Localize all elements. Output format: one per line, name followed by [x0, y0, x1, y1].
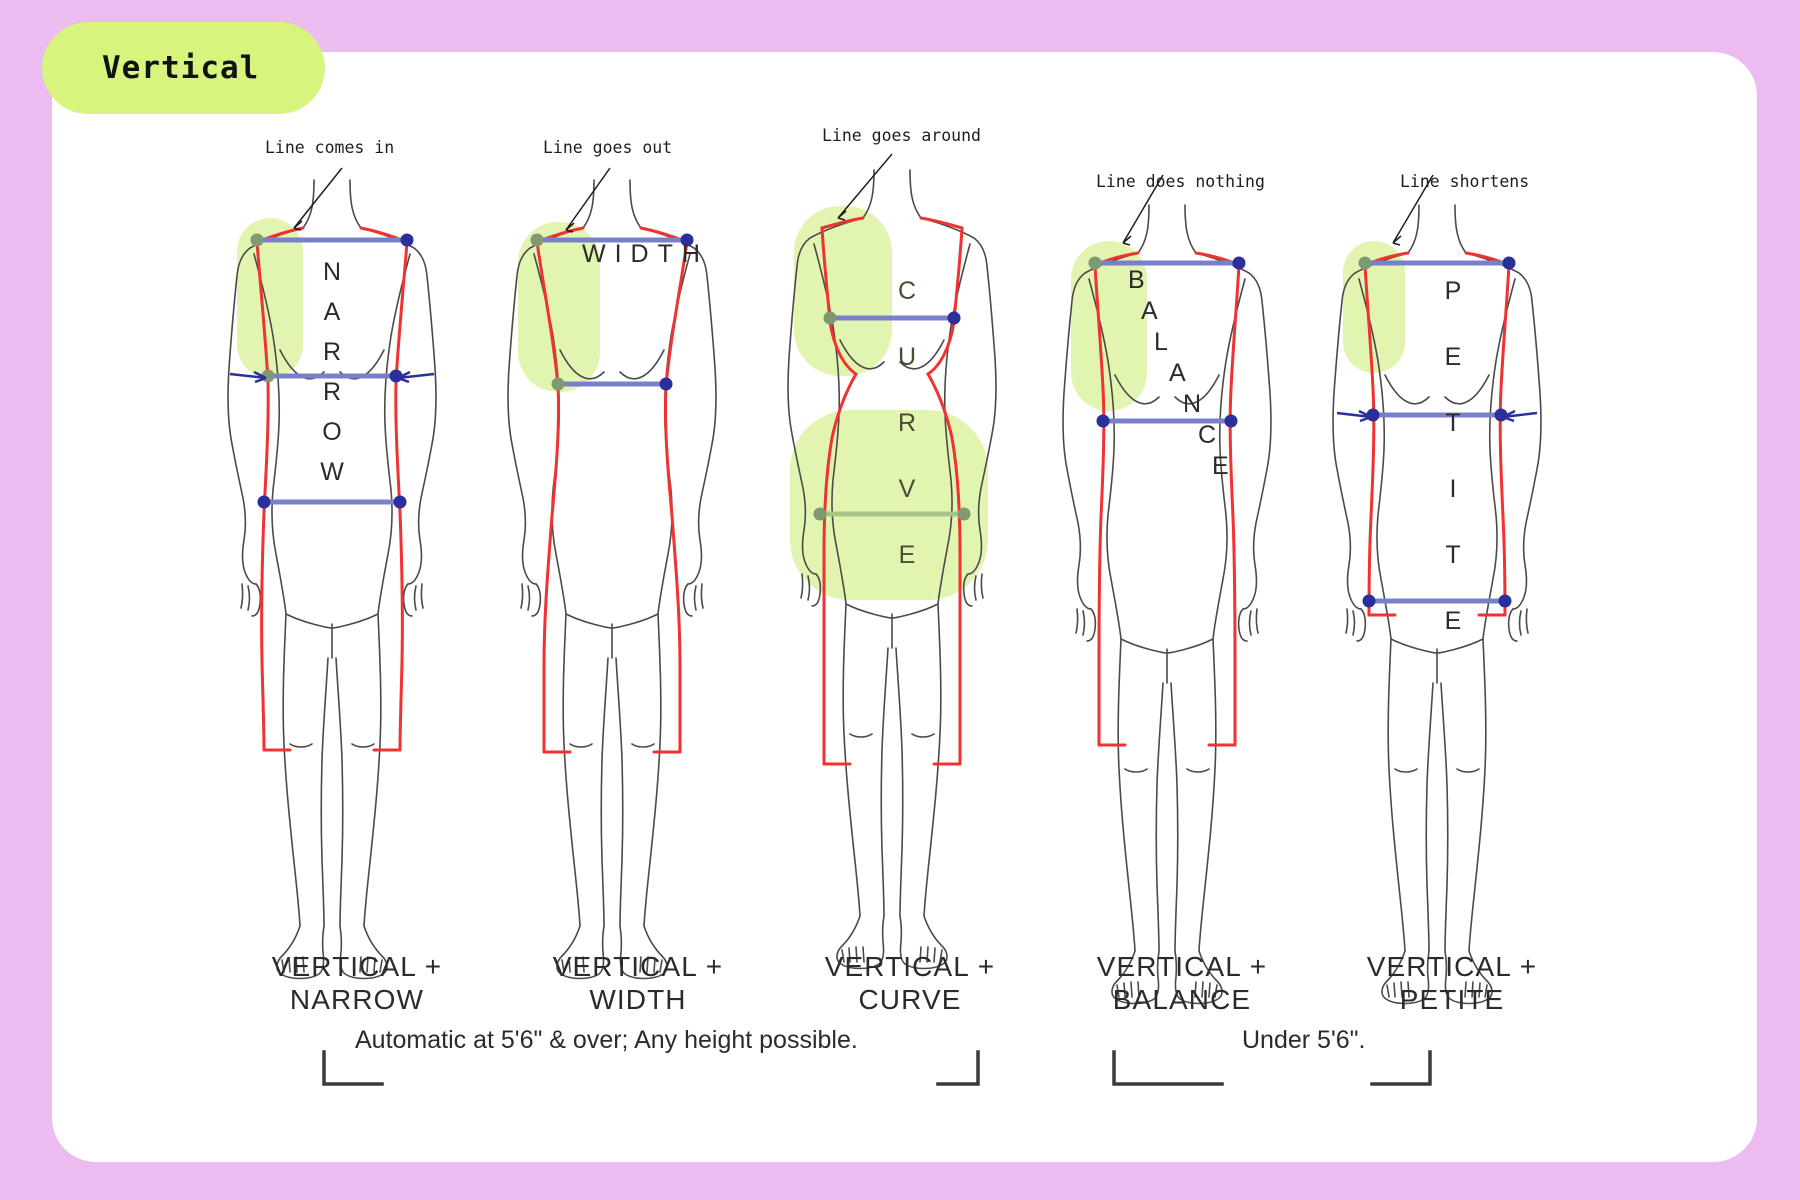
body-word-petite: P E T I T E — [1432, 258, 1474, 654]
inward-arrow-left — [229, 370, 267, 384]
highlight-blob-hip — [790, 410, 988, 600]
body-word-width: WIDTH — [582, 240, 709, 268]
figure-vertical-petite — [1332, 174, 1542, 1005]
caption-vertical-petite: VERTICAL + PETITE — [1322, 950, 1582, 1016]
body-word-letter: O — [322, 418, 342, 446]
callout-label-width: Line goes out — [543, 138, 673, 157]
body-word-letter: E — [1212, 452, 1229, 480]
highlight-blob-bust — [794, 206, 892, 376]
measure-line-waist — [1096, 414, 1238, 428]
bracket-note-short: Under 5'6". — [1242, 1026, 1366, 1054]
caption-line-2: CURVE — [858, 984, 962, 1015]
callout-leader — [1122, 174, 1164, 246]
measure-line-hip — [257, 495, 407, 509]
caption-line-1: VERTICAL + — [552, 951, 724, 982]
measure-line-waist — [551, 377, 673, 391]
measure-line-shoulder — [1088, 256, 1246, 270]
bracket-note-tall: Automatic at 5'6" & over; Any height pos… — [355, 1026, 858, 1054]
caption-vertical-narrow: VERTICAL + NARROW — [227, 950, 487, 1016]
red-style-line — [1093, 251, 1241, 747]
caption-line-2: PETITE — [1399, 984, 1505, 1015]
caption-line-2: NARROW — [289, 984, 425, 1015]
caption-vertical-curve: VERTICAL + CURVE — [780, 950, 1040, 1016]
body-word-letter: R — [322, 378, 342, 406]
callout-label-narrow: Line comes in — [265, 138, 395, 157]
body-word-letter: A — [1141, 297, 1158, 325]
body-word-letter: W — [320, 458, 344, 486]
section-title-badge: Vertical — [42, 22, 325, 114]
caption-line-1: VERTICAL + — [824, 951, 996, 982]
body-word-letter: N — [1183, 390, 1202, 418]
inward-arrow-right — [397, 370, 435, 384]
figure-vertical-balance — [1062, 174, 1272, 1005]
diagram-svg — [227, 153, 1542, 1086]
section-title-label: Vertical — [102, 50, 260, 86]
body-word-letter: C — [897, 277, 917, 305]
body-word-letter: T — [1445, 409, 1461, 437]
caption-line-2: BALANCE — [1112, 984, 1252, 1015]
callout-label-curve: Line goes around — [822, 126, 981, 145]
callout-leader — [1392, 174, 1434, 246]
content-card — [52, 52, 1757, 1162]
caption-line-1: VERTICAL + — [1096, 951, 1268, 982]
callout-leader — [293, 167, 343, 231]
callout-leader — [837, 153, 893, 221]
body-word-letter: E — [1444, 343, 1462, 371]
inward-arrow-right — [1502, 409, 1538, 423]
measure-line-hip — [813, 507, 971, 521]
measure-line-shoulder — [1358, 256, 1516, 270]
bracket-tall — [322, 1050, 980, 1086]
body-word-narrow: N A R R O W — [312, 252, 352, 492]
measure-line-waist — [261, 369, 403, 383]
body-word-letter: C — [1198, 421, 1217, 449]
figure-vertical-width — [507, 167, 717, 980]
highlight-blob — [518, 222, 600, 392]
body-word-letter: R — [897, 409, 917, 437]
body-word-letter: A — [1169, 359, 1186, 387]
body-word-letter: V — [898, 475, 916, 503]
caption-line-2: WIDTH — [589, 984, 687, 1015]
body-word-letter: T — [1445, 541, 1461, 569]
callout-label-balance: Line does nothing — [1096, 172, 1265, 191]
caption-vertical-width: VERTICAL + WIDTH — [508, 950, 768, 1016]
body-word-letter: L — [1154, 328, 1168, 356]
callout-leader — [565, 167, 611, 233]
body-word-letter: E — [898, 541, 916, 569]
red-style-line — [535, 226, 689, 754]
caption-vertical-balance: VERTICAL + BALANCE — [1052, 950, 1312, 1016]
bracket-short — [1112, 1050, 1432, 1086]
callout-label-petite: Line shortens — [1400, 172, 1530, 191]
body-word-letter: B — [1128, 266, 1145, 294]
body-word-letter: I — [1449, 475, 1457, 503]
body-word-letter: N — [322, 258, 342, 286]
body-word-letter: U — [897, 343, 917, 371]
measure-line-shoulder — [530, 233, 694, 247]
highlight-blob — [237, 218, 303, 378]
body-word-letter: E — [1444, 607, 1462, 635]
body-word-letter: R — [322, 338, 342, 366]
caption-line-1: VERTICAL + — [1366, 951, 1538, 982]
measure-line-bust — [823, 311, 961, 325]
body-word-letter: P — [1444, 277, 1462, 305]
measure-line-hip — [1362, 594, 1512, 608]
caption-line-1: VERTICAL + — [271, 951, 443, 982]
figure-vertical-narrow — [227, 167, 437, 980]
measure-line-shoulder — [250, 233, 414, 247]
inward-arrow-left — [1336, 409, 1372, 423]
body-word-balance: B A L A N C E — [1128, 266, 1229, 480]
vertical-body-types-diagram — [52, 52, 1757, 1162]
body-word-curve: C U R V E — [885, 258, 929, 588]
figure-vertical-curve — [787, 153, 997, 970]
body-word-letter: A — [323, 298, 341, 326]
highlight-blob — [1343, 241, 1405, 373]
